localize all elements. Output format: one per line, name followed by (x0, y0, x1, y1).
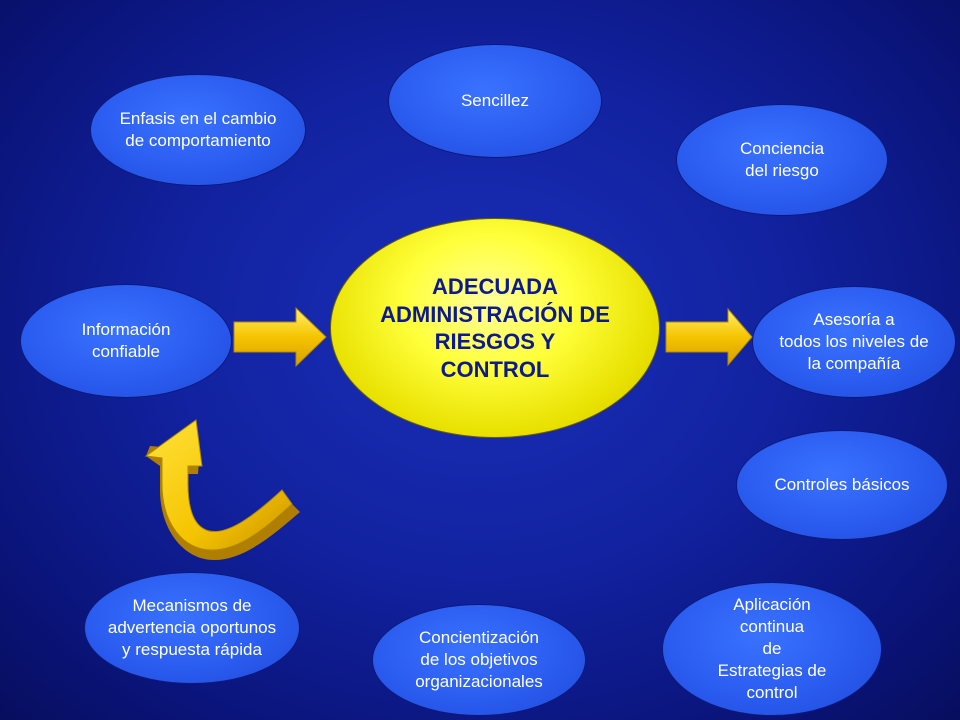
node-label: Sencillez (460, 90, 530, 110)
node-label: Controles básicos (774, 474, 910, 494)
node-label: Conciencia del riesgo (739, 138, 825, 180)
node-aplicacion: Aplicación continua de Estrategias de co… (662, 582, 882, 716)
node-label: Enfasis en el cambio de comportamiento (119, 108, 277, 150)
right-arrow-icon (665, 307, 753, 367)
node-mecanismos: Mecanismos de advertencia oportunos y re… (84, 572, 300, 684)
node-asesoria: Asesoría a todos los niveles de la compa… (752, 286, 956, 398)
node-enfasis: Enfasis en el cambio de comportamiento (90, 74, 306, 186)
node-sencillez: Sencillez (388, 44, 602, 158)
node-conciencia: Conciencia del riesgo (676, 104, 888, 216)
node-controles: Controles básicos (736, 430, 948, 540)
center-label: ADECUADA ADMINISTRACIÓN DE RIESGOS Y CON… (380, 274, 610, 382)
center-node: ADECUADA ADMINISTRACIÓN DE RIESGOS Y CON… (330, 218, 660, 438)
node-label: Aplicación continua de Estrategias de co… (717, 594, 827, 703)
node-label: Mecanismos de advertencia oportunos y re… (107, 595, 277, 660)
node-informacion: Información confiable (20, 284, 232, 398)
curved-up-arrow-icon (144, 419, 300, 560)
node-concientizacion: Concientización de los objetivos organiz… (372, 604, 586, 716)
node-label: Concientización de los objetivos organiz… (415, 627, 543, 692)
right-arrow-icon (233, 306, 327, 368)
node-label: Asesoría a todos los niveles de la compa… (779, 309, 929, 374)
node-label: Información confiable (81, 319, 171, 361)
